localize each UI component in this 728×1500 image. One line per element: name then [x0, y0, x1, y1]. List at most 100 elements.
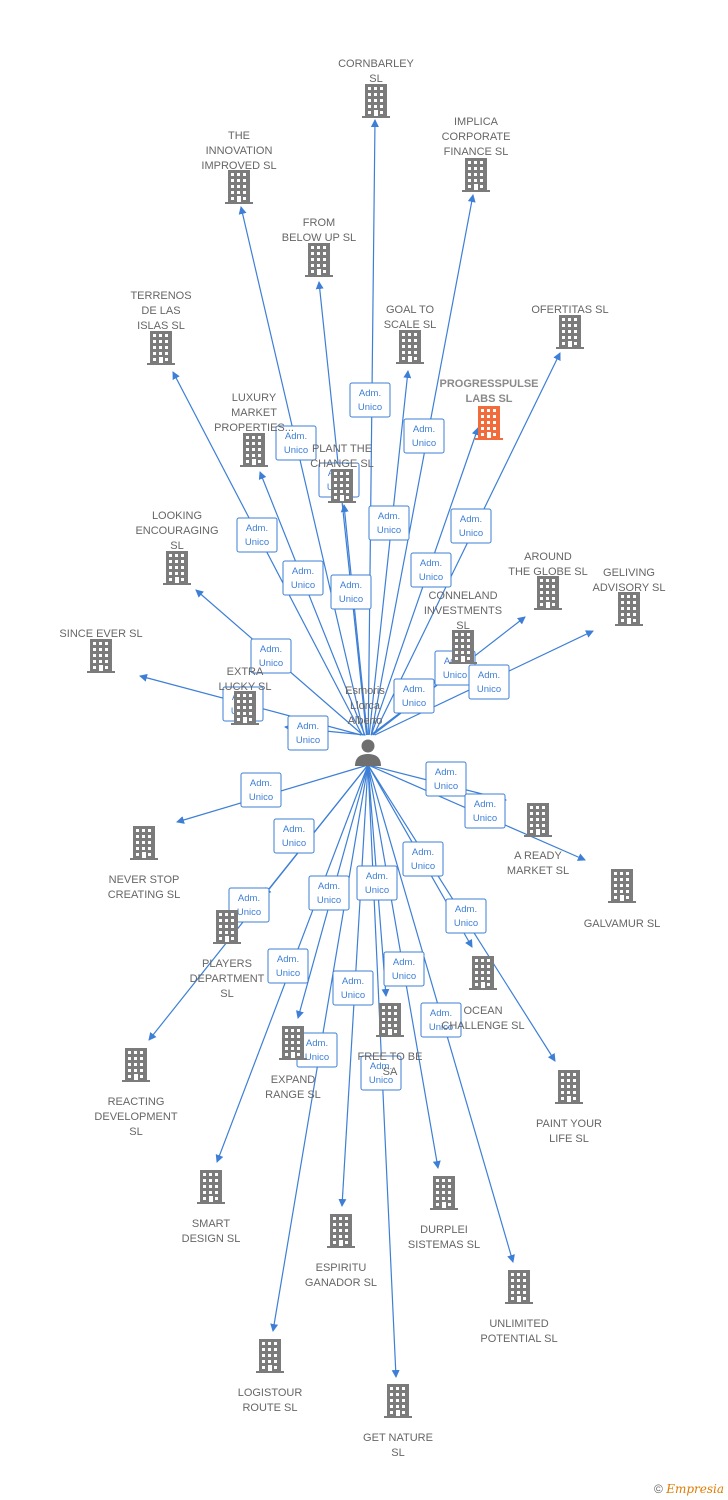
relation-label-text: Adm. — [260, 644, 282, 655]
company-label: A READY — [514, 850, 562, 862]
relation-label[interactable]: Adm.Unico — [450, 508, 492, 544]
relation-label[interactable]: Adm.Unico — [393, 678, 435, 714]
building-icon — [505, 1270, 533, 1304]
company-label: IMPLICA — [454, 116, 499, 128]
relation-label-text: Adm. — [378, 511, 400, 522]
company-node-ofertitas-sl[interactable]: OFERTITAS SL — [531, 304, 609, 349]
relation-label[interactable]: Adm.Unico — [410, 552, 452, 588]
company-label: MARKET — [231, 407, 277, 419]
company-label: AROUND — [524, 551, 572, 563]
relation-label[interactable]: Adm. Unico — [250, 638, 292, 674]
company-node-luxury-market-properties[interactable]: LUXURYMARKETPROPERTIES... — [214, 392, 294, 467]
company-node-galvamur-sl[interactable]: GALVAMUR SL — [584, 869, 661, 930]
company-label: NEVER STOP — [109, 874, 180, 886]
relation-label[interactable]: Adm.Unico — [420, 1002, 462, 1038]
relation-label-text: Adm. — [474, 799, 496, 810]
brand-logo[interactable]: Empresia — [666, 1482, 724, 1496]
relation-label[interactable]: Adm.Unico — [228, 887, 270, 923]
relation-label[interactable]: Adm.Unico — [275, 425, 317, 461]
relation-label-text: Adm. — [306, 1038, 328, 1049]
relation-label-text: Unico — [473, 813, 497, 824]
relation-label[interactable]: Adm.Unico — [267, 948, 309, 984]
company-node-since-ever-sl[interactable]: SINCE EVER SL — [59, 628, 143, 673]
company-label: ROUTE SL — [242, 1402, 297, 1414]
relation-label[interactable]: Adm.Unico — [330, 574, 372, 610]
relation-label[interactable]: Adm.Unico — [273, 818, 315, 854]
relation-label-text: Adm. — [430, 1008, 452, 1019]
relation-label[interactable]: Adm.Unico — [332, 970, 374, 1006]
relation-label-text: Unico — [259, 658, 283, 669]
relation-label-text: Unico — [291, 580, 315, 591]
building-icon — [449, 630, 477, 664]
company-label: POTENTIAL SL — [480, 1333, 557, 1345]
company-label: CORNBARLEY — [338, 58, 414, 70]
relation-label[interactable]: Adm.Unico — [356, 865, 398, 901]
relation-label[interactable]: Adm.Unico — [308, 875, 350, 911]
relation-label[interactable]: Adm.Unico — [425, 761, 467, 797]
relation-label[interactable]: Adm.Unico — [445, 898, 487, 934]
building-icon — [147, 331, 175, 365]
relation-label-text: Unico — [341, 990, 365, 1001]
company-label: SMART — [192, 1218, 231, 1230]
relation-label-text: Adm. — [366, 871, 388, 882]
relation-label[interactable]: Adm.Unico — [236, 517, 278, 553]
relation-label-text: Unico — [411, 861, 435, 872]
relation-label[interactable]: Adm.Unico — [240, 772, 282, 808]
company-label: GANADOR SL — [305, 1277, 377, 1289]
relation-label[interactable]: Adm.Unico — [360, 1055, 402, 1091]
relation-label-text: Unico — [237, 907, 261, 918]
edge-luxury-market-properties — [258, 471, 366, 736]
relation-label[interactable]: Adm.Unico — [402, 841, 444, 877]
company-label: PROPERTIES... — [214, 422, 294, 434]
company-label: INNOVATION — [206, 145, 273, 157]
building-icon — [213, 910, 241, 944]
relation-label[interactable]: Adm. Unico — [282, 560, 324, 596]
building-icon — [305, 243, 333, 277]
building-icon — [555, 1070, 583, 1104]
edge-labels-layer: Adm.UnicoAdm.UnicoAdm.UnicoAdm.UnicoAdm.… — [222, 382, 510, 1091]
relation-label-text: Unico — [317, 895, 341, 906]
relation-label-text: Adm. — [292, 566, 314, 577]
relation-label[interactable]: Adm.Unico — [403, 418, 445, 454]
relation-label[interactable]: Adm.Unico — [287, 715, 329, 751]
company-label: SCALE SL — [384, 319, 437, 331]
relation-label[interactable]: Adm.Unico — [468, 664, 510, 700]
company-label: PAINT YOUR — [536, 1118, 602, 1130]
relation-label-text: Unico — [454, 918, 478, 929]
building-icon — [556, 315, 584, 349]
relation-label[interactable]: Adm.Unico — [349, 382, 391, 418]
edge-ofertitas-sl — [373, 352, 561, 736]
relation-label[interactable]: Adm. Unico — [464, 793, 506, 829]
relation-label[interactable]: Adm.Unico — [368, 505, 410, 541]
building-icon — [430, 1176, 458, 1210]
relation-label[interactable]: Adm.Unico — [383, 951, 425, 987]
